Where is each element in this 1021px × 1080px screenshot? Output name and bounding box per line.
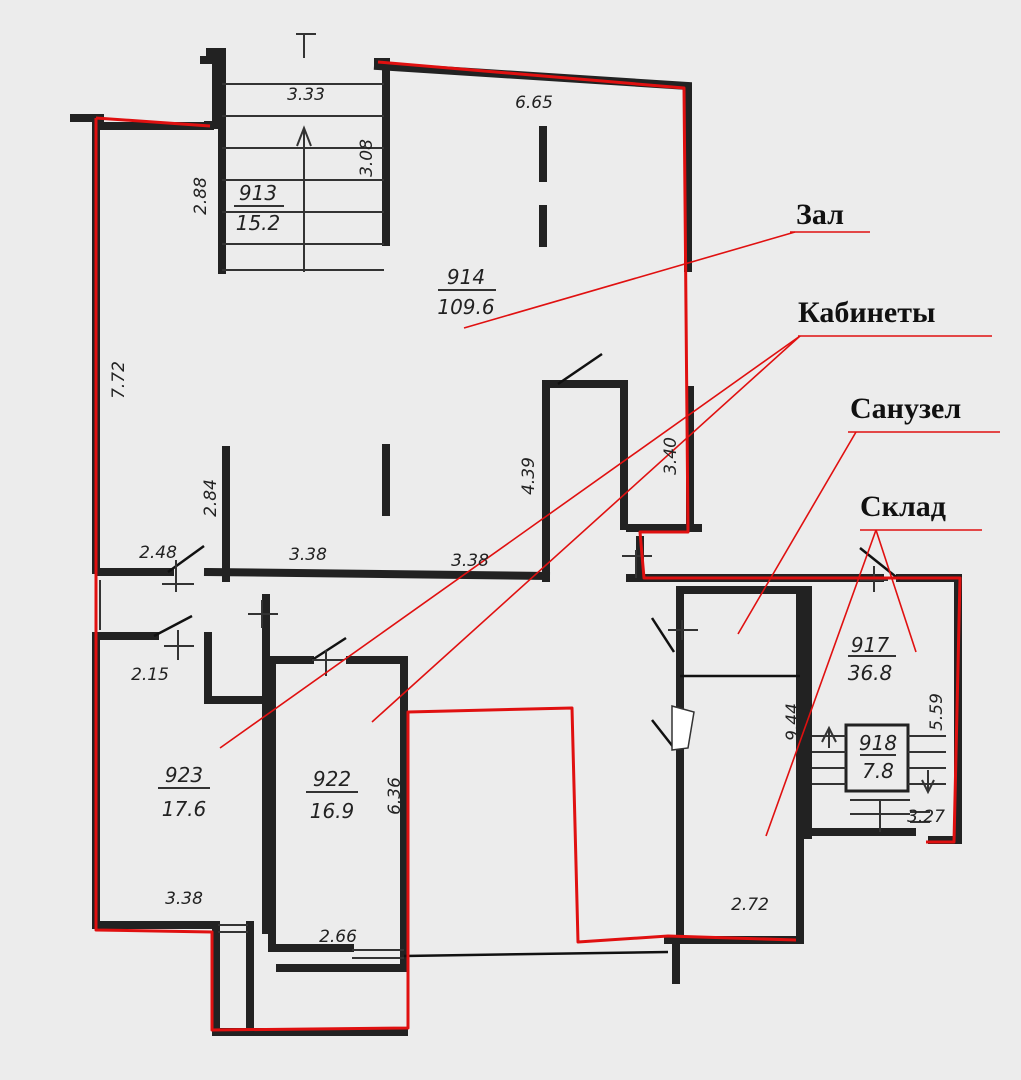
- dim-266: 2.66: [319, 927, 357, 947]
- zone-labels: Зал Кабинеты Санузел Склад: [796, 198, 961, 523]
- dim-338-c: 3.38: [165, 889, 203, 909]
- room-area: 16.9: [310, 799, 355, 823]
- dim-284: 2.84: [201, 479, 221, 517]
- room-913: 913 15.2: [234, 181, 284, 235]
- room-number: 913: [239, 181, 277, 205]
- door-marks: [153, 352, 901, 751]
- room-number: 917: [851, 633, 889, 657]
- label-hall: Зал: [796, 198, 844, 231]
- dim-340: 3.40: [661, 437, 681, 475]
- label-bathroom: Санузел: [850, 392, 961, 425]
- room-922: 922 16.9: [306, 767, 358, 823]
- room-area: 109.6: [437, 295, 494, 319]
- columns: [382, 126, 547, 516]
- dim-338-b: 3.38: [451, 551, 489, 571]
- room-area: 17.6: [162, 797, 207, 821]
- dimensions: 3.33 6.65 3.08 2.88 7.72 4.39 3.40 2.84 …: [109, 85, 947, 947]
- room-area: 15.2: [236, 211, 281, 235]
- room-917: 917 36.8: [848, 633, 896, 685]
- stair-913: [222, 33, 384, 272]
- room-number: 914: [447, 265, 485, 289]
- dim-215: 2.15: [131, 665, 169, 685]
- room-918: 918 7.8: [859, 731, 897, 783]
- dim-333: 3.33: [287, 85, 325, 105]
- stair-918: [812, 723, 946, 832]
- label-storage: Склад: [860, 490, 946, 523]
- room-area: 7.8: [862, 759, 894, 783]
- room-area: 36.8: [848, 661, 893, 685]
- dim-772: 7.72: [109, 361, 129, 399]
- dim-439: 4.39: [519, 457, 539, 495]
- dim-327: 3.27: [907, 807, 945, 827]
- room-923: 923 17.6: [158, 763, 210, 821]
- red-outline: [94, 60, 962, 1032]
- room-number: 918: [859, 731, 897, 755]
- room-number: 923: [165, 763, 203, 787]
- dim-665: 6.65: [515, 93, 553, 113]
- dim-308: 3.08: [357, 139, 377, 177]
- dim-944: 9.44: [783, 703, 803, 741]
- room-914: 914 109.6: [437, 265, 496, 319]
- window-marks: [99, 580, 930, 959]
- dim-559: 5.59: [927, 693, 947, 731]
- dim-288: 2.88: [191, 177, 211, 215]
- room-number: 922: [313, 767, 351, 791]
- dim-636: 6.36: [385, 777, 405, 815]
- dim-248: 2.48: [139, 543, 177, 563]
- dim-272: 2.72: [731, 895, 769, 915]
- leader-lines: [219, 231, 1000, 837]
- label-offices: Кабинеты: [798, 296, 935, 329]
- dim-338-a: 3.38: [289, 545, 327, 565]
- black-partitions: [403, 674, 800, 958]
